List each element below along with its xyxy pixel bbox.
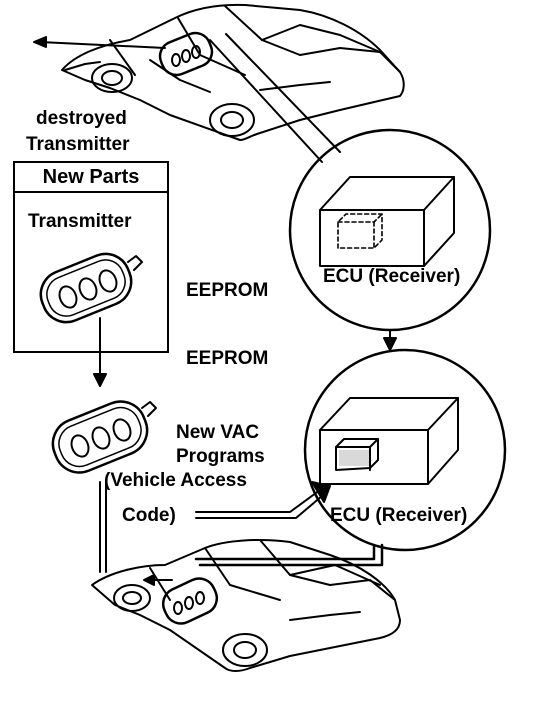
label-vac-1: New VAC [176,422,260,443]
label-eeprom-bottom: EEPROM [186,348,269,369]
key-fob-in-top-car [158,31,214,77]
ecu-bottom-circle [303,348,507,552]
car-top-wheel-rear [209,103,255,137]
label-vac-2: Programs [176,446,265,467]
label-vac-3: (Vehicle Access [104,470,247,491]
ecu-top-circle [288,128,492,332]
label-destroyed: destroyed [36,108,127,129]
connector-ecu-to-bottom-car [194,543,384,567]
arrow-vac-to-ecu [195,481,331,519]
label-transmitter-new: Transmitter [28,211,132,232]
arrow-ecu-top-to-bottom [383,329,397,351]
new-transmitter-in-box [39,252,143,324]
car-top-wheel-front [91,63,133,93]
arrow-box-to-transmitter [93,317,107,387]
car-bottom-wheel-rear [222,633,268,667]
new-parts-box [13,191,169,353]
connector-transmitter-to-car [99,481,107,573]
label-ecu-bottom: ECU (Receiver) [330,505,468,526]
label-new-parts: New Parts [42,166,140,188]
transmitter-reprogrammed [51,400,157,474]
arrow-bottom-car [143,574,173,586]
label-vac-4: Code) [122,505,176,526]
connector-top-car-to-ecu [209,33,341,163]
label-transmitter-destroyed: Transmitter [26,134,130,155]
label-eeprom-top: EEPROM [186,280,269,301]
label-ecu-top: ECU (Receiver) [323,266,461,287]
arrow-out-top [33,36,166,49]
key-fob-in-bottom-car [161,577,219,625]
car-bottom-wheel-front [113,584,151,612]
